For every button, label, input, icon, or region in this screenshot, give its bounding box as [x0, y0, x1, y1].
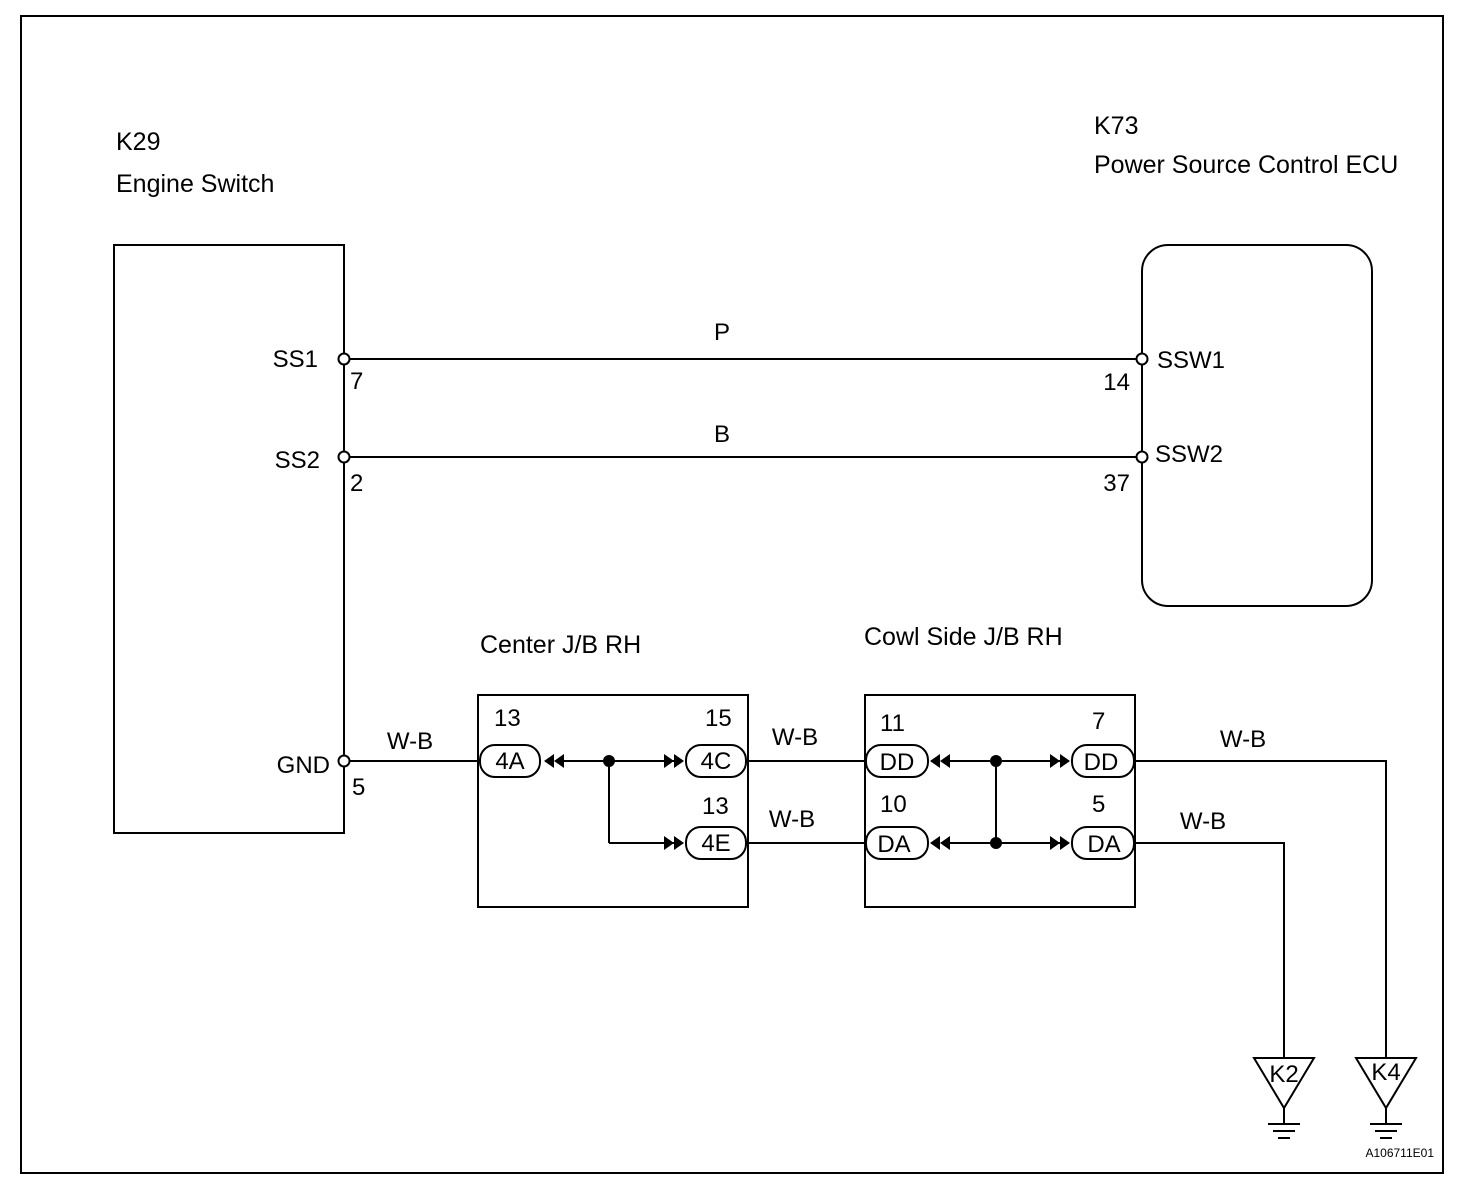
terminal-gnd-pin: 5 [352, 774, 365, 801]
terminal-ssw1-label: SSW1 [1157, 347, 1225, 374]
ecu-box [1141, 244, 1373, 607]
connector-da-right-label: DA [1087, 831, 1120, 858]
ecu-name: Power Source Control ECU [1094, 151, 1398, 179]
wire-color-center-cowl-bottom: W-B [769, 806, 815, 833]
diagram-frame [20, 15, 1444, 1174]
connector-4a [479, 744, 541, 778]
wire-color-cowl-k4: W-B [1220, 726, 1266, 753]
cowl-jb-title: Cowl Side J/B RH [864, 623, 1063, 651]
terminal-circle-ssw1 [1135, 352, 1149, 366]
engine-switch-code: K29 [116, 128, 160, 156]
center-jb-arrow-4e [664, 836, 684, 850]
cowl-jb-arrow-da-right [1050, 836, 1070, 850]
terminal-ssw1-pin: 14 [1103, 369, 1130, 396]
center-jb-arrow-4c [664, 754, 684, 768]
center-jb-box [477, 694, 749, 908]
connector-da-left [865, 826, 929, 860]
figure-id: A106711E01 [1365, 1146, 1434, 1160]
ground-k2-label: K2 [1269, 1061, 1298, 1088]
ground-k2 [1252, 1057, 1316, 1139]
center-jb-splice [603, 755, 615, 767]
connector-dd-left [865, 744, 929, 778]
cowl-jb-pin-dd-left: 11 [880, 710, 905, 737]
cowl-jb-box [864, 694, 1136, 908]
wire-cowl-k2 [1134, 842, 1285, 1058]
cowl-jb-arrow-dd-left [930, 754, 950, 768]
cowl-jb-pin-dd-right: 7 [1092, 708, 1105, 735]
wire-color-gnd: W-B [387, 728, 433, 755]
cowl-jb-splice-top [990, 755, 1002, 767]
engine-switch-name: Engine Switch [116, 170, 274, 198]
terminal-ss2-pin: 2 [350, 470, 363, 497]
connector-da-left-label: DA [877, 831, 910, 858]
cowl-jb-arrow-da-left [930, 836, 950, 850]
terminal-ss1-pin: 7 [350, 368, 363, 395]
terminal-circle-ss2 [337, 450, 351, 464]
connector-dd-right-label: DD [1084, 749, 1119, 776]
wire-color-cowl-k2: W-B [1180, 808, 1226, 835]
ground-k4 [1354, 1057, 1418, 1139]
terminal-circle-ssw2 [1135, 450, 1149, 464]
center-jb-arrow-4a [544, 754, 564, 768]
center-jb-pin-4a: 13 [494, 705, 521, 732]
wire-cowl-k4 [1134, 760, 1387, 1058]
ground-k4-label: K4 [1371, 1059, 1400, 1086]
connector-4e-label: 4E [701, 830, 730, 857]
center-jb-pin-4e: 13 [702, 793, 729, 820]
terminal-gnd-label: GND [277, 752, 330, 779]
cowl-jb-pin-da-right: 5 [1092, 791, 1105, 818]
cowl-jb-pin-da-left: 10 [880, 791, 907, 818]
terminal-ss2-label: SS2 [275, 447, 320, 474]
wire-color-center-cowl-top: W-B [772, 724, 818, 751]
terminal-ssw2-label: SSW2 [1155, 441, 1223, 468]
engine-switch-box [113, 244, 345, 834]
connector-4c-label: 4C [701, 748, 732, 775]
center-jb-title: Center J/B RH [480, 631, 641, 659]
connector-4a-label: 4A [495, 748, 524, 775]
terminal-ss1-label: SS1 [273, 346, 318, 373]
cowl-jb-arrow-dd-right [1050, 754, 1070, 768]
terminal-circle-gnd [337, 754, 351, 768]
terminal-ssw2-pin: 37 [1103, 470, 1130, 497]
cowl-jb-splice-bottom [990, 837, 1002, 849]
wire-color-b: B [714, 421, 730, 448]
connector-dd-left-label: DD [880, 749, 915, 776]
ecu-code: K73 [1094, 112, 1138, 140]
wire-color-p: P [714, 319, 730, 346]
terminal-circle-ss1 [337, 352, 351, 366]
center-jb-pin-4c: 15 [705, 705, 732, 732]
